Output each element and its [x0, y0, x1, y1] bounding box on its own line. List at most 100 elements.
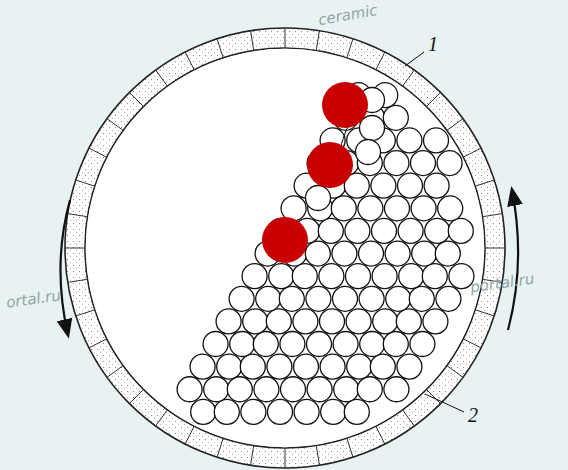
callout-number: 1	[428, 34, 438, 54]
grinding-ball	[397, 128, 422, 153]
lining-joint	[447, 366, 463, 378]
grinding-ball	[281, 377, 306, 402]
grinding-ball	[242, 264, 267, 289]
lining-joint	[89, 339, 107, 348]
lining-joint	[426, 92, 440, 106]
grinding-ball	[230, 332, 255, 357]
lining-joint	[185, 426, 194, 444]
lining-joint	[68, 279, 88, 282]
lining-joint	[483, 214, 503, 217]
leader-line	[425, 394, 464, 412]
grinding-ball	[292, 264, 317, 289]
grinding-ball	[386, 286, 411, 311]
lining-joint	[185, 52, 194, 70]
grinding-ball	[203, 332, 228, 357]
grinding-ball	[347, 354, 372, 379]
grinding-ball	[346, 264, 371, 289]
grinding-ball	[217, 354, 242, 379]
grinding-ball	[398, 173, 423, 198]
lining-joint	[251, 446, 254, 466]
watermark: ortal.ru	[5, 288, 62, 311]
lining-joint	[107, 119, 123, 131]
grinding-ball	[424, 128, 449, 153]
grinding-ball	[422, 264, 447, 289]
lining-joint	[68, 214, 88, 217]
lining-joint	[217, 39, 223, 58]
grinding-ball	[266, 309, 291, 334]
grinding-ball	[331, 196, 356, 221]
grinding-ball	[346, 309, 371, 334]
grinding-ball	[410, 332, 435, 357]
grinding-ball	[412, 241, 437, 266]
grinding-ball	[372, 264, 397, 289]
watermark: ceramic	[317, 3, 379, 28]
lining-joint	[76, 180, 95, 186]
grinding-ball	[411, 151, 436, 176]
grinding-ball	[385, 196, 410, 221]
rotation-arrow	[508, 190, 518, 330]
grinding-ball	[318, 218, 343, 243]
grinding-ball	[307, 332, 332, 357]
lining-joint	[463, 339, 481, 348]
grinding-ball	[191, 399, 216, 424]
grinding-ball	[357, 377, 382, 402]
grinding-ball	[240, 354, 265, 379]
grinding-ball	[229, 286, 254, 311]
grinding-ball	[319, 264, 344, 289]
grinding-ball	[332, 241, 357, 266]
lining-joint	[285, 28, 286, 48]
grinding-ball	[306, 286, 331, 311]
grinding-ball	[254, 377, 279, 402]
lining-joint	[217, 438, 223, 457]
lining-joint	[376, 426, 385, 444]
grinding-ball	[437, 151, 462, 176]
lining-joint	[347, 438, 353, 457]
lining-joint	[376, 52, 385, 70]
lining-joint	[447, 119, 463, 131]
grinding-ball	[243, 309, 268, 334]
grinding-ball	[356, 140, 381, 165]
grinding-ball	[333, 286, 358, 311]
grinding-ball	[305, 241, 330, 266]
leader-line	[405, 52, 424, 66]
grinding-ball	[293, 309, 318, 334]
grinding-ball	[268, 399, 293, 424]
grinding-ball	[398, 218, 423, 243]
lining-joint	[156, 70, 168, 86]
grinding-ball	[177, 377, 202, 402]
grinding-ball	[383, 105, 408, 130]
grinding-ball	[321, 399, 346, 424]
lining-joint	[285, 448, 286, 468]
grinding-ball	[344, 399, 369, 424]
mill-interior	[86, 49, 484, 447]
grinding-ball	[216, 309, 241, 334]
grinding-ball	[396, 309, 421, 334]
grinding-ball	[383, 332, 408, 357]
highlighted-ball	[322, 82, 368, 128]
grinding-ball	[358, 196, 383, 221]
grinding-ball	[372, 218, 397, 243]
grinding-ball	[227, 377, 252, 402]
lining-joint	[129, 92, 143, 106]
lining-joint	[156, 410, 168, 426]
grinding-ball	[409, 286, 434, 311]
lining-joint	[129, 389, 143, 403]
grinding-ball	[448, 218, 473, 243]
grinding-ball	[306, 186, 331, 211]
grinding-ball	[253, 332, 278, 357]
grinding-ball	[397, 354, 422, 379]
grinding-ball	[345, 218, 370, 243]
lining-joint	[485, 248, 505, 249]
grinding-ball	[333, 332, 358, 357]
grinding-ball	[294, 354, 319, 379]
grinding-ball	[370, 354, 395, 379]
grinding-ball	[190, 354, 215, 379]
lining-joint	[76, 310, 95, 316]
grinding-ball	[294, 399, 319, 424]
grinding-ball	[267, 354, 292, 379]
lining-joint	[89, 148, 107, 157]
grinding-ball	[280, 332, 305, 357]
rotation-arrow	[60, 200, 70, 335]
grinding-ball	[214, 399, 239, 424]
grinding-ball	[360, 116, 385, 141]
